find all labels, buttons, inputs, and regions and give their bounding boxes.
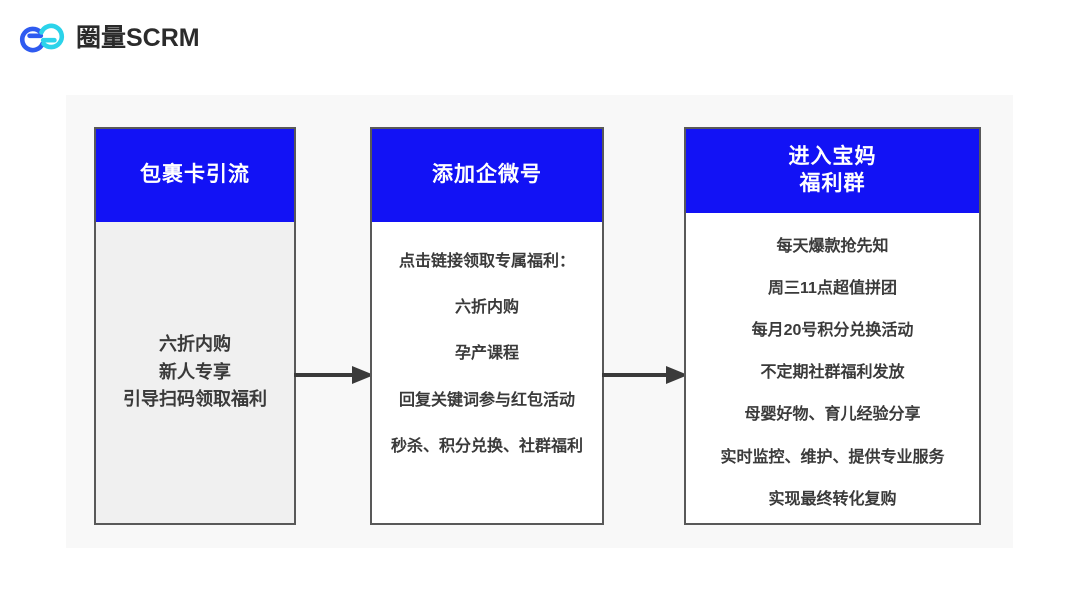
flow-step-3-title: 进入宝妈 福利群 [686,129,979,213]
flow-step-3-line-5: 母婴好物、育儿经验分享 [744,406,921,424]
flow-step-3-title-line-2: 福利群 [799,171,866,195]
flow-step-1-line-1: 六折内购 [159,334,231,355]
flow-step-1-title: 包裹卡引流 [96,129,294,222]
flow-step-1-title-line-1: 包裹卡引流 [140,163,250,187]
flow-step-2-line-5: 秒杀、积分兑换、社群福利 [390,437,583,455]
brand-header: 圈量SCRM [18,14,200,62]
flow-step-2[interactable]: 添加企微号 点击链接领取专属福利： 六折内购 孕产课程 回复关键词参与红包活动 … [370,127,604,525]
flow-step-3[interactable]: 进入宝妈 福利群 每天爆款抢先知 周三11点超值拼团 每月20号积分兑换活动 不… [684,127,981,525]
flow-step-1-line-3: 引导扫码领取福利 [123,389,267,410]
flow-step-2-line-4: 回复关键词参与红包活动 [398,391,575,409]
arrow-right-icon-1 [294,364,374,386]
flow-step-3-body: 每天爆款抢先知 周三11点超值拼团 每月20号积分兑换活动 不定期社群福利发放 … [686,212,979,523]
flow-step-1[interactable]: 包裹卡引流 六折内购 新人专享 引导扫码领取福利 [94,127,296,525]
flow-step-3-line-3: 每月20号积分兑换活动 [751,322,914,340]
flow-step-2-title-line-1: 添加企微号 [432,163,542,187]
flow-step-2-line-1: 点击链接领取专属福利： [398,253,575,270]
interlocking-rings-logo-icon [18,16,66,60]
flow-step-2-title: 添加企微号 [372,129,602,222]
flow-step-2-line-3: 孕产课程 [454,345,519,363]
flow-step-1-line-2: 新人专享 [159,361,231,382]
arrow-right-icon-2 [602,364,688,386]
flowchart-panel: 包裹卡引流 六折内购 新人专享 引导扫码领取福利 添加企微号 点击链接领取专属福… [66,95,1013,548]
flow-step-1-body: 六折内购 新人专享 引导扫码领取福利 [96,222,294,523]
flow-step-2-line-2: 六折内购 [454,299,519,317]
flow-step-3-line-6: 实时监控、维护、提供专业服务 [720,448,945,466]
flow-step-3-title-line-1: 进入宝妈 [788,144,877,168]
flow-step-3-line-2: 周三11点超值拼团 [768,279,897,297]
brand-name: 圈量SCRM [76,23,200,52]
flow-step-3-line-4: 不定期社群福利发放 [760,364,905,382]
flow-step-3-line-1: 每天爆款抢先知 [776,237,889,255]
flow-step-3-line-7: 实现最终转化复购 [768,490,897,508]
flow-step-2-body: 点击链接领取专属福利： 六折内购 孕产课程 回复关键词参与红包活动 秒杀、积分兑… [372,222,602,523]
